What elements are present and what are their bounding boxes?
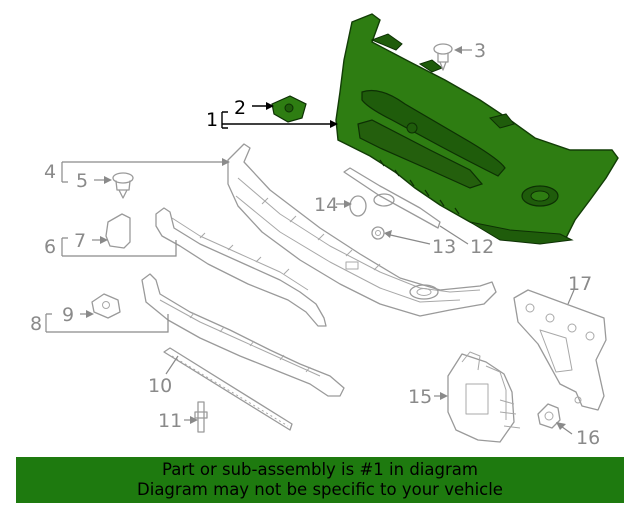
banner-line-1: Part or sub-assembly is #1 in diagram — [162, 460, 478, 479]
callout-10[interactable]: 10 — [148, 375, 172, 397]
push-pin-part-5[interactable] — [112, 172, 134, 199]
callout-3[interactable]: 3 — [474, 40, 486, 62]
callout-2[interactable]: 2 — [234, 97, 246, 119]
screw-part-3[interactable] — [433, 43, 453, 71]
parts-diagram: 1 2 3 4 5 6 7 8 9 10 11 12 13 14 15 16 1… — [30, 13, 619, 449]
chrome-trim-part-12[interactable] — [343, 167, 441, 229]
callout-12[interactable]: 12 — [470, 236, 494, 258]
callout-13[interactable]: 13 — [432, 236, 456, 258]
callout-1[interactable]: 1 — [206, 109, 218, 131]
callout-8[interactable]: 8 — [30, 313, 42, 335]
banner-line-2: Diagram may not be specific to your vehi… — [137, 480, 503, 499]
callout-4[interactable]: 4 — [44, 161, 56, 183]
retainer-clip-part-2[interactable] — [271, 95, 307, 123]
energy-absorber-part-4[interactable] — [227, 143, 497, 317]
nut-part-13[interactable] — [371, 226, 385, 240]
callout-16[interactable]: 16 — [576, 427, 600, 449]
sensor-module-part-15[interactable] — [447, 351, 521, 443]
callout-6[interactable]: 6 — [44, 236, 56, 258]
bolt-part-11[interactable] — [194, 401, 208, 433]
callout-5[interactable]: 5 — [76, 170, 88, 192]
callout-11[interactable]: 11 — [158, 410, 182, 432]
callout-15[interactable]: 15 — [408, 386, 432, 408]
callout-14[interactable]: 14 — [314, 194, 338, 216]
strip-part-10[interactable] — [163, 347, 293, 431]
callout-17[interactable]: 17 — [568, 273, 592, 295]
cover-part-7[interactable] — [105, 213, 131, 249]
clip-part-9[interactable] — [91, 293, 121, 319]
emblem-part-14[interactable] — [349, 195, 367, 217]
bumper-cover-highlighted[interactable] — [335, 13, 619, 245]
callout-7[interactable]: 7 — [74, 230, 86, 252]
trim-strip-part-6[interactable] — [155, 207, 327, 327]
leader-lines — [45, 46, 575, 435]
callout-9[interactable]: 9 — [62, 304, 74, 326]
disclaimer-banner: Part or sub-assembly is #1 in diagram Di… — [16, 457, 624, 503]
connector-part-16[interactable] — [537, 403, 561, 429]
lower-spoiler-part-8[interactable] — [141, 273, 345, 397]
bracket-part-17[interactable] — [513, 289, 607, 411]
